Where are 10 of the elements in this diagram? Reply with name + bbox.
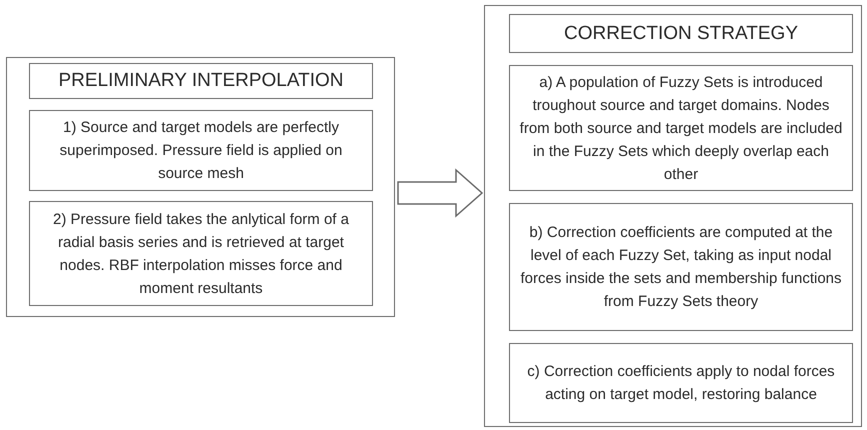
step-box: a) A population of Fuzzy Sets is introduced troughout source and target domains. Nodes from both source and target models are included in the Fuzzy Sets which deeply overlap each other (509, 65, 853, 191)
step-box: 2) Pressure field takes the anlytical form of a radial basis series and is retrieved at target nodes. RBF interpolation misses force and moment resultants (29, 201, 373, 306)
step-box: c) Correction coefficients apply to nodal forces acting on target model, restoring balance (509, 343, 853, 423)
step-box: 1) Source and target models are perfectly superimposed. Pressure field is applied on source mesh (29, 110, 373, 191)
block-arrow (397, 168, 484, 218)
group-box (6, 57, 395, 317)
title-box: PRELIMINARY INTERPOLATION (29, 63, 373, 99)
title-box: CORRECTION STRATEGY (509, 14, 853, 53)
step-box: b) Correction coefficients are computed at the level of each Fuzzy Set, taking as input nodal forces inside the sets and membership functions from Fuzzy Sets theory (509, 203, 853, 331)
group-box (484, 5, 862, 427)
